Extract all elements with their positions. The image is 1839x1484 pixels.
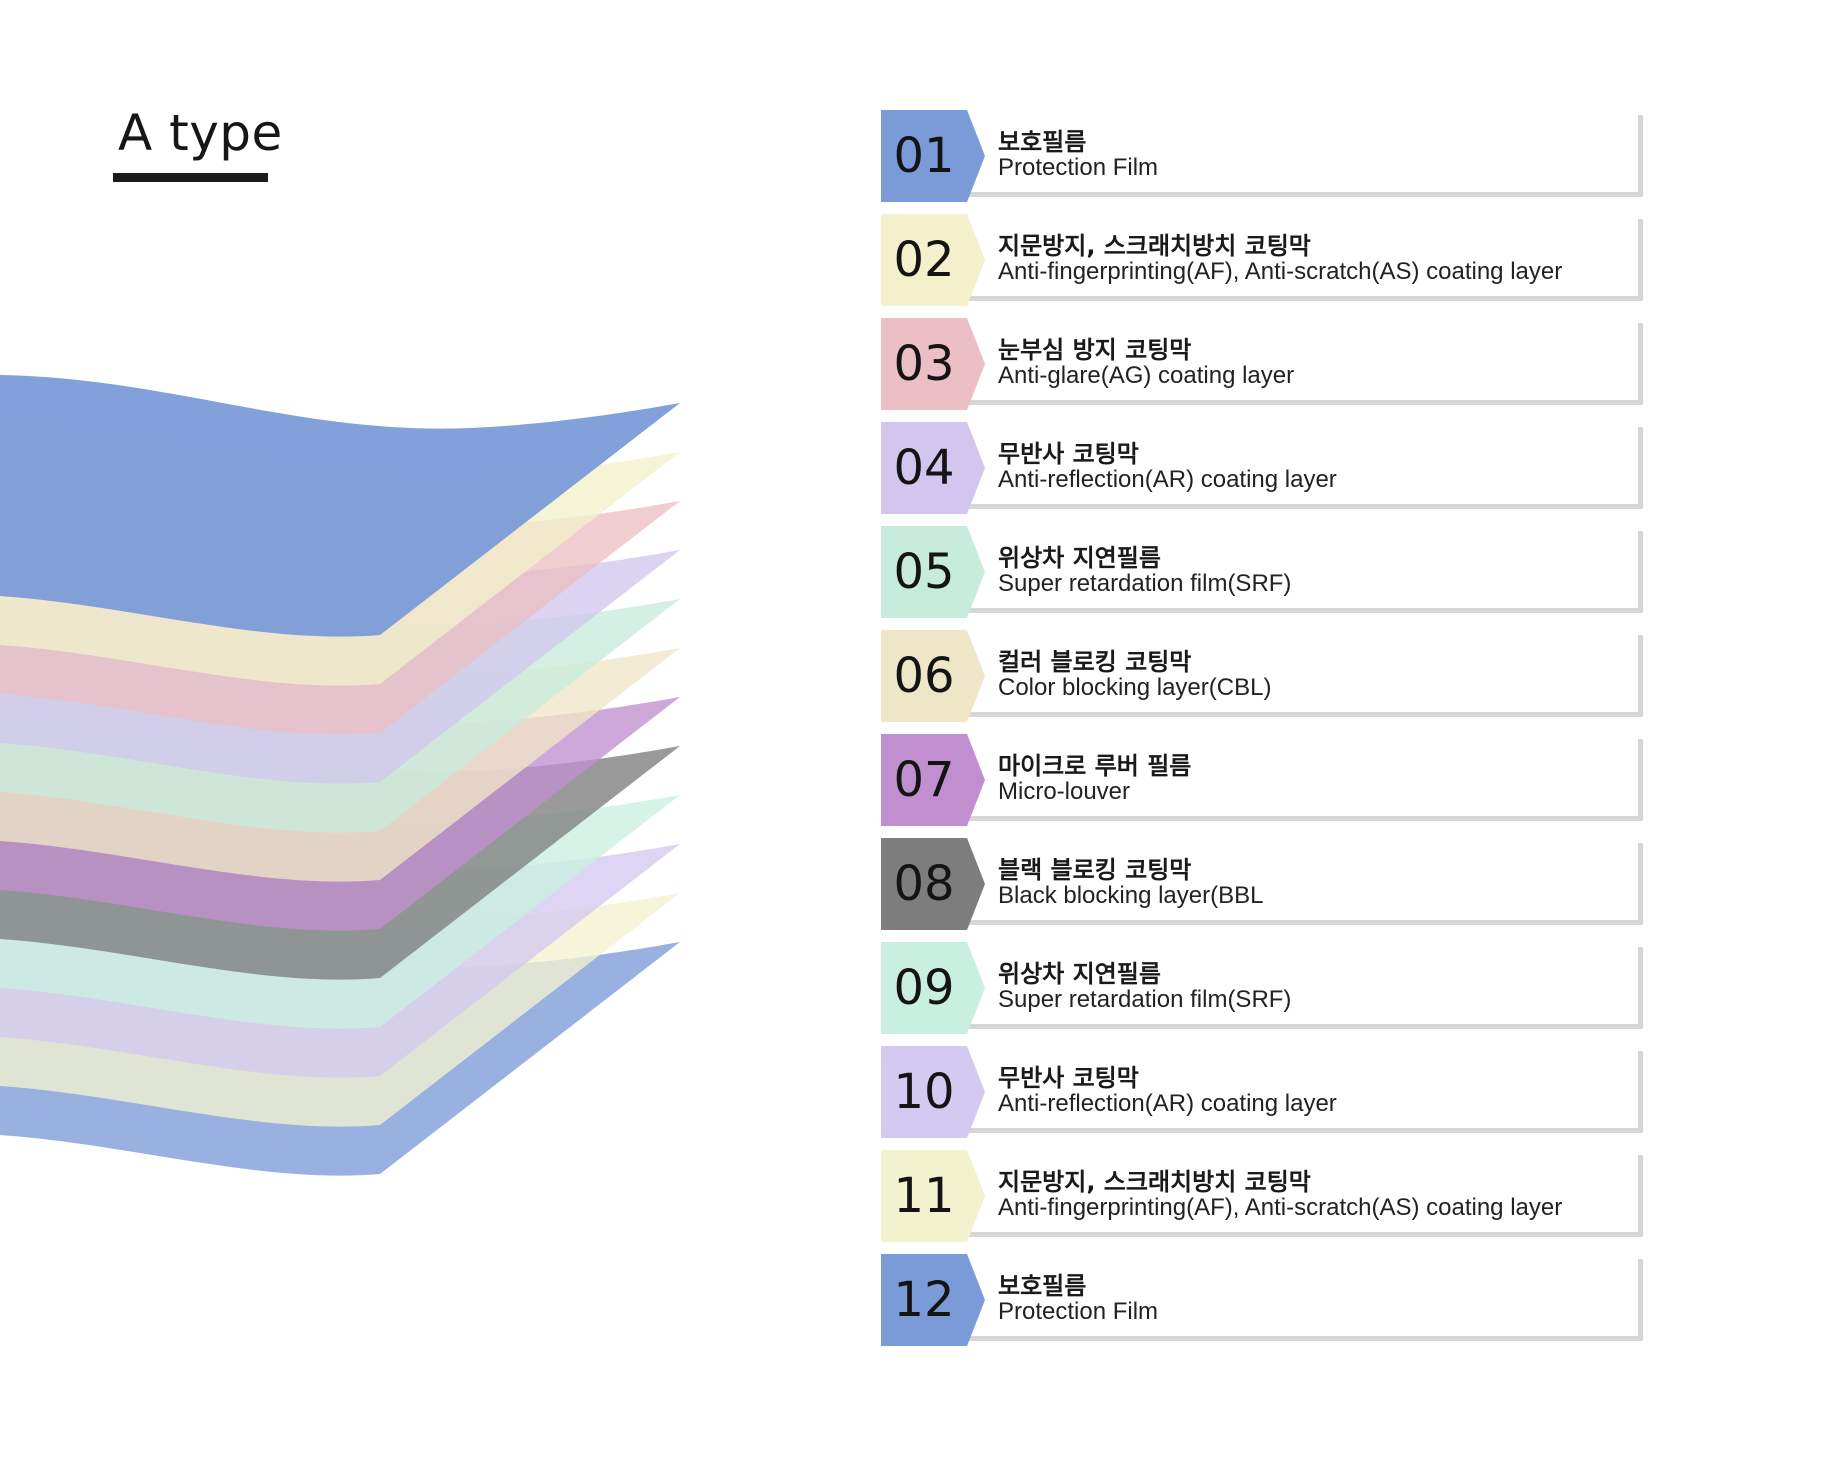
- layer-name-korean: 보호필름: [998, 128, 1087, 156]
- layer-name-korean: 지문방지, 스크래치방치 코팅막: [998, 1168, 1311, 1196]
- number-tag: [881, 734, 985, 826]
- layer-number: 02: [893, 232, 955, 288]
- layer-name-korean: 블랙 블로킹 코팅막: [998, 856, 1192, 884]
- layer-card: [887, 1259, 1643, 1341]
- layer-number: 01: [893, 128, 955, 184]
- number-tag: [881, 838, 985, 930]
- title-underline: [113, 173, 268, 182]
- layer-name-korean: 지문방지, 스크래치방치 코팅막: [998, 232, 1311, 260]
- layer-name-english: Anti-fingerprinting(AF), Anti-scratch(AS…: [998, 1194, 1563, 1221]
- number-tag: [881, 1046, 985, 1138]
- layer-number: 04: [893, 440, 955, 496]
- layer-name-english: Black blocking layer(BBL: [998, 882, 1264, 909]
- number-tag: [881, 526, 985, 618]
- layer-card: [887, 947, 1643, 1029]
- layer-number: 05: [893, 544, 955, 600]
- number-tag: [881, 942, 985, 1034]
- layer-name-english: Anti-reflection(AR) coating layer: [998, 466, 1337, 493]
- layer-list: 01 보호필름 Protection Film 02 지문방지, 스크래치방치 …: [881, 110, 1649, 1350]
- layer-row-02: 02 지문방지, 스크래치방치 코팅막 Anti-fingerprinting(…: [881, 214, 1649, 306]
- number-tag: [881, 318, 985, 410]
- layer-card: [887, 531, 1643, 613]
- stack-layer-01: [0, 375, 680, 637]
- layer-name-korean: 보호필름: [998, 1272, 1087, 1300]
- layer-name-korean: 무반사 코팅막: [998, 1064, 1139, 1092]
- number-tag: [881, 422, 985, 514]
- layer-row-09: 09 위상차 지연필름 Super retardation film(SRF): [881, 942, 1649, 1034]
- layer-number: 10: [893, 1064, 955, 1120]
- layer-name-korean: 무반사 코팅막: [998, 440, 1139, 468]
- layer-number: 07: [893, 752, 955, 808]
- layer-row-01: 01 보호필름 Protection Film: [881, 110, 1649, 202]
- number-tag: [881, 110, 985, 202]
- layer-card: [887, 739, 1643, 821]
- layer-card: [887, 115, 1643, 197]
- layer-card: [887, 635, 1643, 717]
- layer-row-03: 03 눈부심 방지 코팅막 Anti-glare(AG) coating lay…: [881, 318, 1649, 410]
- layer-name-english: Super retardation film(SRF): [998, 986, 1292, 1013]
- layer-card: [887, 323, 1643, 405]
- layer-row-12: 12 보호필름 Protection Film: [881, 1254, 1649, 1346]
- layer-name-korean: 컬러 블로킹 코팅막: [998, 648, 1192, 676]
- layer-row-04: 04 무반사 코팅막 Anti-reflection(AR) coating l…: [881, 422, 1649, 514]
- layer-number: 08: [893, 856, 955, 912]
- layer-card: [887, 843, 1643, 925]
- layer-number: 09: [893, 960, 955, 1016]
- layer-number: 12: [893, 1272, 955, 1328]
- layer-number: 03: [893, 336, 955, 392]
- layer-card: [887, 1051, 1643, 1133]
- layer-name-english: Anti-fingerprinting(AF), Anti-scratch(AS…: [998, 258, 1563, 285]
- layer-name-english: Micro-louver: [998, 778, 1131, 805]
- layer-name-english: Protection Film: [998, 154, 1159, 181]
- layer-row-07: 07 마이크로 루버 필름 Micro-louver: [881, 734, 1649, 826]
- number-tag: [881, 630, 985, 722]
- layer-name-korean: 눈부심 방지 코팅막: [998, 336, 1192, 364]
- page-title: A type: [118, 104, 283, 162]
- layer-name-english: Super retardation film(SRF): [998, 570, 1292, 597]
- layer-row-06: 06 컬러 블로킹 코팅막 Color blocking layer(CBL): [881, 630, 1649, 722]
- layer-stack-illustration: [0, 375, 680, 1176]
- layer-name-korean: 위상차 지연필름: [998, 544, 1161, 572]
- layer-row-11: 11 지문방지, 스크래치방치 코팅막 Anti-fingerprinting(…: [881, 1150, 1649, 1242]
- layer-name-english: Color blocking layer(CBL): [998, 674, 1272, 701]
- layer-name-korean: 마이크로 루버 필름: [998, 752, 1192, 780]
- layer-card: [887, 427, 1643, 509]
- number-tag: [881, 1254, 985, 1346]
- number-tag: [881, 214, 985, 306]
- layer-name-english: Protection Film: [998, 1298, 1159, 1325]
- layer-row-05: 05 위상차 지연필름 Super retardation film(SRF): [881, 526, 1649, 618]
- layer-name-korean: 위상차 지연필름: [998, 960, 1161, 988]
- number-tag: [881, 1150, 985, 1242]
- layer-row-10: 10 무반사 코팅막 Anti-reflection(AR) coating l…: [881, 1046, 1649, 1138]
- layer-card: [887, 1155, 1643, 1237]
- layer-number: 06: [893, 648, 955, 704]
- layer-name-english: Anti-glare(AG) coating layer: [998, 362, 1295, 389]
- layer-row-08: 08 블랙 블로킹 코팅막 Black blocking layer(BBL: [881, 838, 1649, 930]
- layer-number: 11: [893, 1168, 955, 1224]
- layer-card: [887, 219, 1643, 301]
- layer-name-english: Anti-reflection(AR) coating layer: [998, 1090, 1337, 1117]
